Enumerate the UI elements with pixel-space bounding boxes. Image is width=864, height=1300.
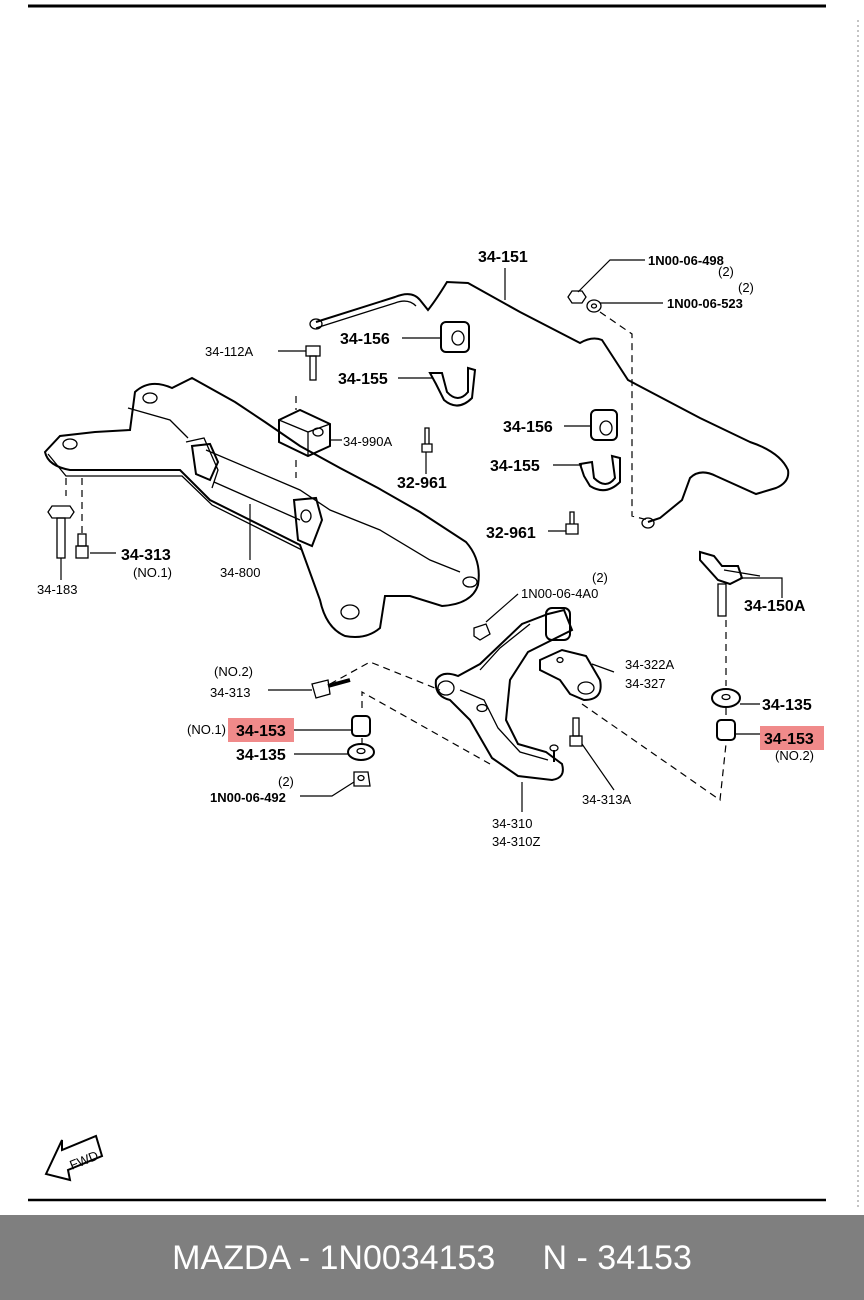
bushing-shape (351, 715, 371, 737)
label-34-327: 34-327 (625, 676, 665, 691)
label-34-155-lower: 34-155 (490, 458, 540, 475)
bolt-shape (75, 545, 89, 559)
nut-shape (353, 771, 371, 787)
forward-arrow-icon: FWD (44, 1134, 104, 1182)
highlight-box (228, 718, 294, 742)
label-34-151: 34-151 (478, 249, 528, 266)
qty-1n00-06-523: (2) (738, 280, 754, 295)
label-1n00-06-492: 1N00-06-492 (210, 790, 286, 805)
label-1n00-06-523: 1N00-06-523 (667, 296, 743, 311)
stabilizer-link (699, 550, 744, 586)
bracket-shape (539, 648, 602, 702)
label-34-310: 34-310 (492, 816, 532, 831)
nut-shape (473, 623, 491, 641)
label-1n00-06-4a0: 1N00-06-4A0 (521, 586, 598, 601)
label-34-800: 34-800 (220, 565, 260, 580)
label-1n00-06-498: 1N00-06-498 (648, 253, 724, 268)
label-32-961-upper: 32-961 (397, 475, 447, 492)
label-34-153-no1: 34-153 (236, 723, 286, 740)
label-34-150a: 34-150A (744, 598, 806, 615)
nut-shape (567, 290, 587, 304)
qty-1n00-06-498: (2) (718, 264, 734, 279)
label-34-156-upper: 34-156 (340, 331, 390, 348)
footer-bar: MAZDA - 1N0034153 N - 34153 (0, 1215, 864, 1300)
label-34-313-no1: 34-313 (121, 547, 171, 564)
qty-1n00-06-492: (2) (278, 774, 294, 789)
bushing-shape (590, 409, 618, 441)
washer-shape (347, 743, 375, 761)
label-34-990a: 34-990A (343, 434, 392, 449)
bracket-shape (578, 454, 621, 492)
parts-diagram: FWD 34-151 (2) 1N00-06-498 (2) 1N00-06-5… (28, 4, 859, 1210)
crossmember-mount (190, 442, 220, 482)
note-34-153-no2: (NO.2) (775, 748, 814, 763)
footer-part-number: MAZDA - 1N0034153 N - 34153 (172, 1239, 692, 1277)
bolt-shape (311, 679, 331, 699)
crossmember (43, 376, 480, 638)
label-34-155-upper: 34-155 (338, 371, 388, 388)
bushing-shape (716, 719, 736, 741)
label-34-313-no2: 34-313 (210, 685, 250, 700)
bolt-shape (569, 735, 583, 747)
label-32-961-lower: 32-961 (486, 525, 536, 542)
label-34-135-right: 34-135 (762, 697, 812, 714)
note-34-313-no1: (NO.1) (133, 565, 172, 580)
stabilizer-bar (315, 280, 790, 523)
washer-shape (586, 299, 602, 313)
lower-arm (434, 608, 574, 782)
note-34-153-no1: (NO.1) (187, 722, 226, 737)
label-34-112a: 34-112A (205, 344, 254, 359)
note-34-313-no2: (NO.2) (214, 664, 253, 679)
qty-1n00-06-4a0: (2) (592, 570, 608, 585)
highlight-box (760, 726, 824, 750)
bracket-shape (428, 366, 477, 407)
bushing-shape (440, 321, 470, 353)
label-34-183: 34-183 (37, 582, 77, 597)
label-34-310z: 34-310Z (492, 834, 540, 849)
label-34-322a: 34-322A (625, 657, 674, 672)
bolt-shape (305, 345, 321, 357)
bolt-shape (47, 505, 75, 519)
label-34-313a: 34-313A (582, 792, 631, 807)
label-34-156-lower: 34-156 (503, 419, 553, 436)
washer-shape (711, 688, 741, 708)
mount-shape (278, 408, 331, 458)
crossmember-mount (292, 496, 324, 548)
label-34-135-left: 34-135 (236, 747, 286, 764)
label-34-153-no2: 34-153 (764, 731, 814, 748)
bolt-shape (421, 427, 433, 453)
bolt-shape (565, 511, 579, 535)
fwd-label: FWD (67, 1148, 100, 1173)
